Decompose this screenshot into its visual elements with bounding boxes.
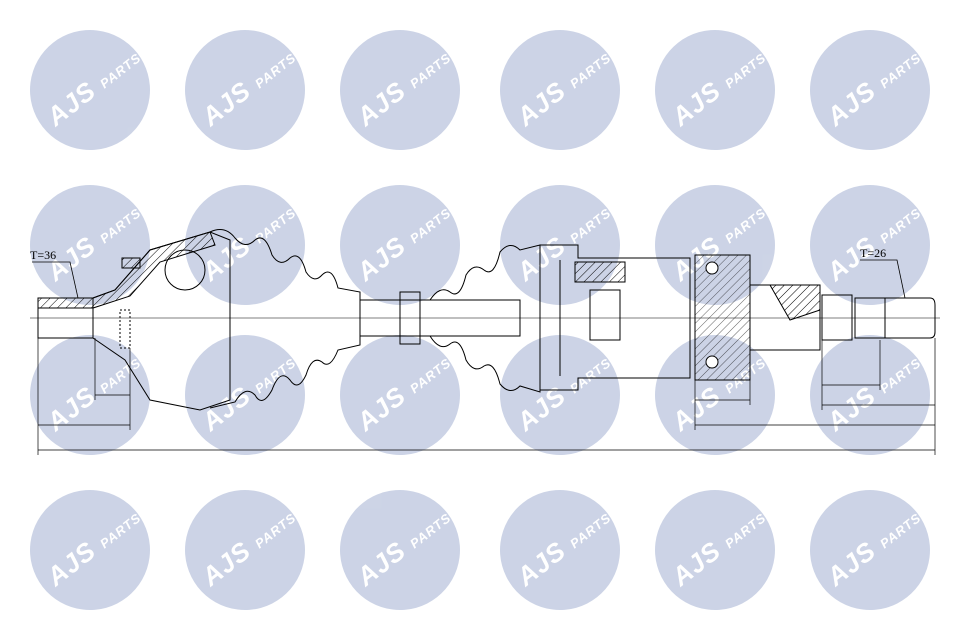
outer-boot <box>209 229 361 409</box>
right-teeth-label: T=26 <box>860 246 887 260</box>
right-teeth-leader <box>860 259 906 299</box>
left-teeth-label: T=36 <box>30 248 57 262</box>
dimension-lines <box>37 338 936 455</box>
shaft <box>359 299 521 337</box>
inner-joint-housing <box>539 244 691 391</box>
left-teeth-leader <box>32 261 79 299</box>
abs-ring <box>119 309 131 349</box>
inner-boot <box>429 244 541 393</box>
joint-ball <box>164 249 206 291</box>
